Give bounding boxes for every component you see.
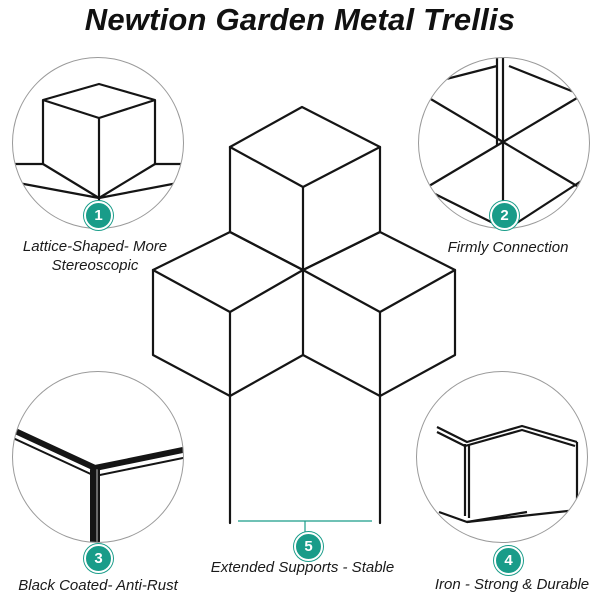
feature-badge-5: 5 bbox=[294, 532, 323, 561]
detail-iron-image bbox=[416, 371, 588, 543]
feature-badge-4: 4 bbox=[494, 546, 523, 575]
page-title: Newtion Garden Metal Trellis bbox=[84, 2, 516, 37]
feature-caption-2: Firmly Connection bbox=[447, 239, 569, 256]
detail-lattice-image bbox=[12, 57, 184, 229]
feature-caption-4: Iron - Strong & Durable bbox=[434, 576, 590, 593]
feature-badge-1: 1 bbox=[84, 201, 113, 230]
detail-coating-image bbox=[12, 371, 184, 543]
feature-caption-5: Extended Supports - Stable bbox=[210, 559, 395, 576]
trellis-illustration bbox=[151, 105, 457, 532]
feature-badge-3: 3 bbox=[84, 544, 113, 573]
feature-badge-2: 2 bbox=[490, 201, 519, 230]
feature-caption-3: Black Coated- Anti-Rust bbox=[18, 577, 178, 594]
feature-caption-1: Lattice-Shaped- More Stereoscopic bbox=[22, 238, 168, 274]
